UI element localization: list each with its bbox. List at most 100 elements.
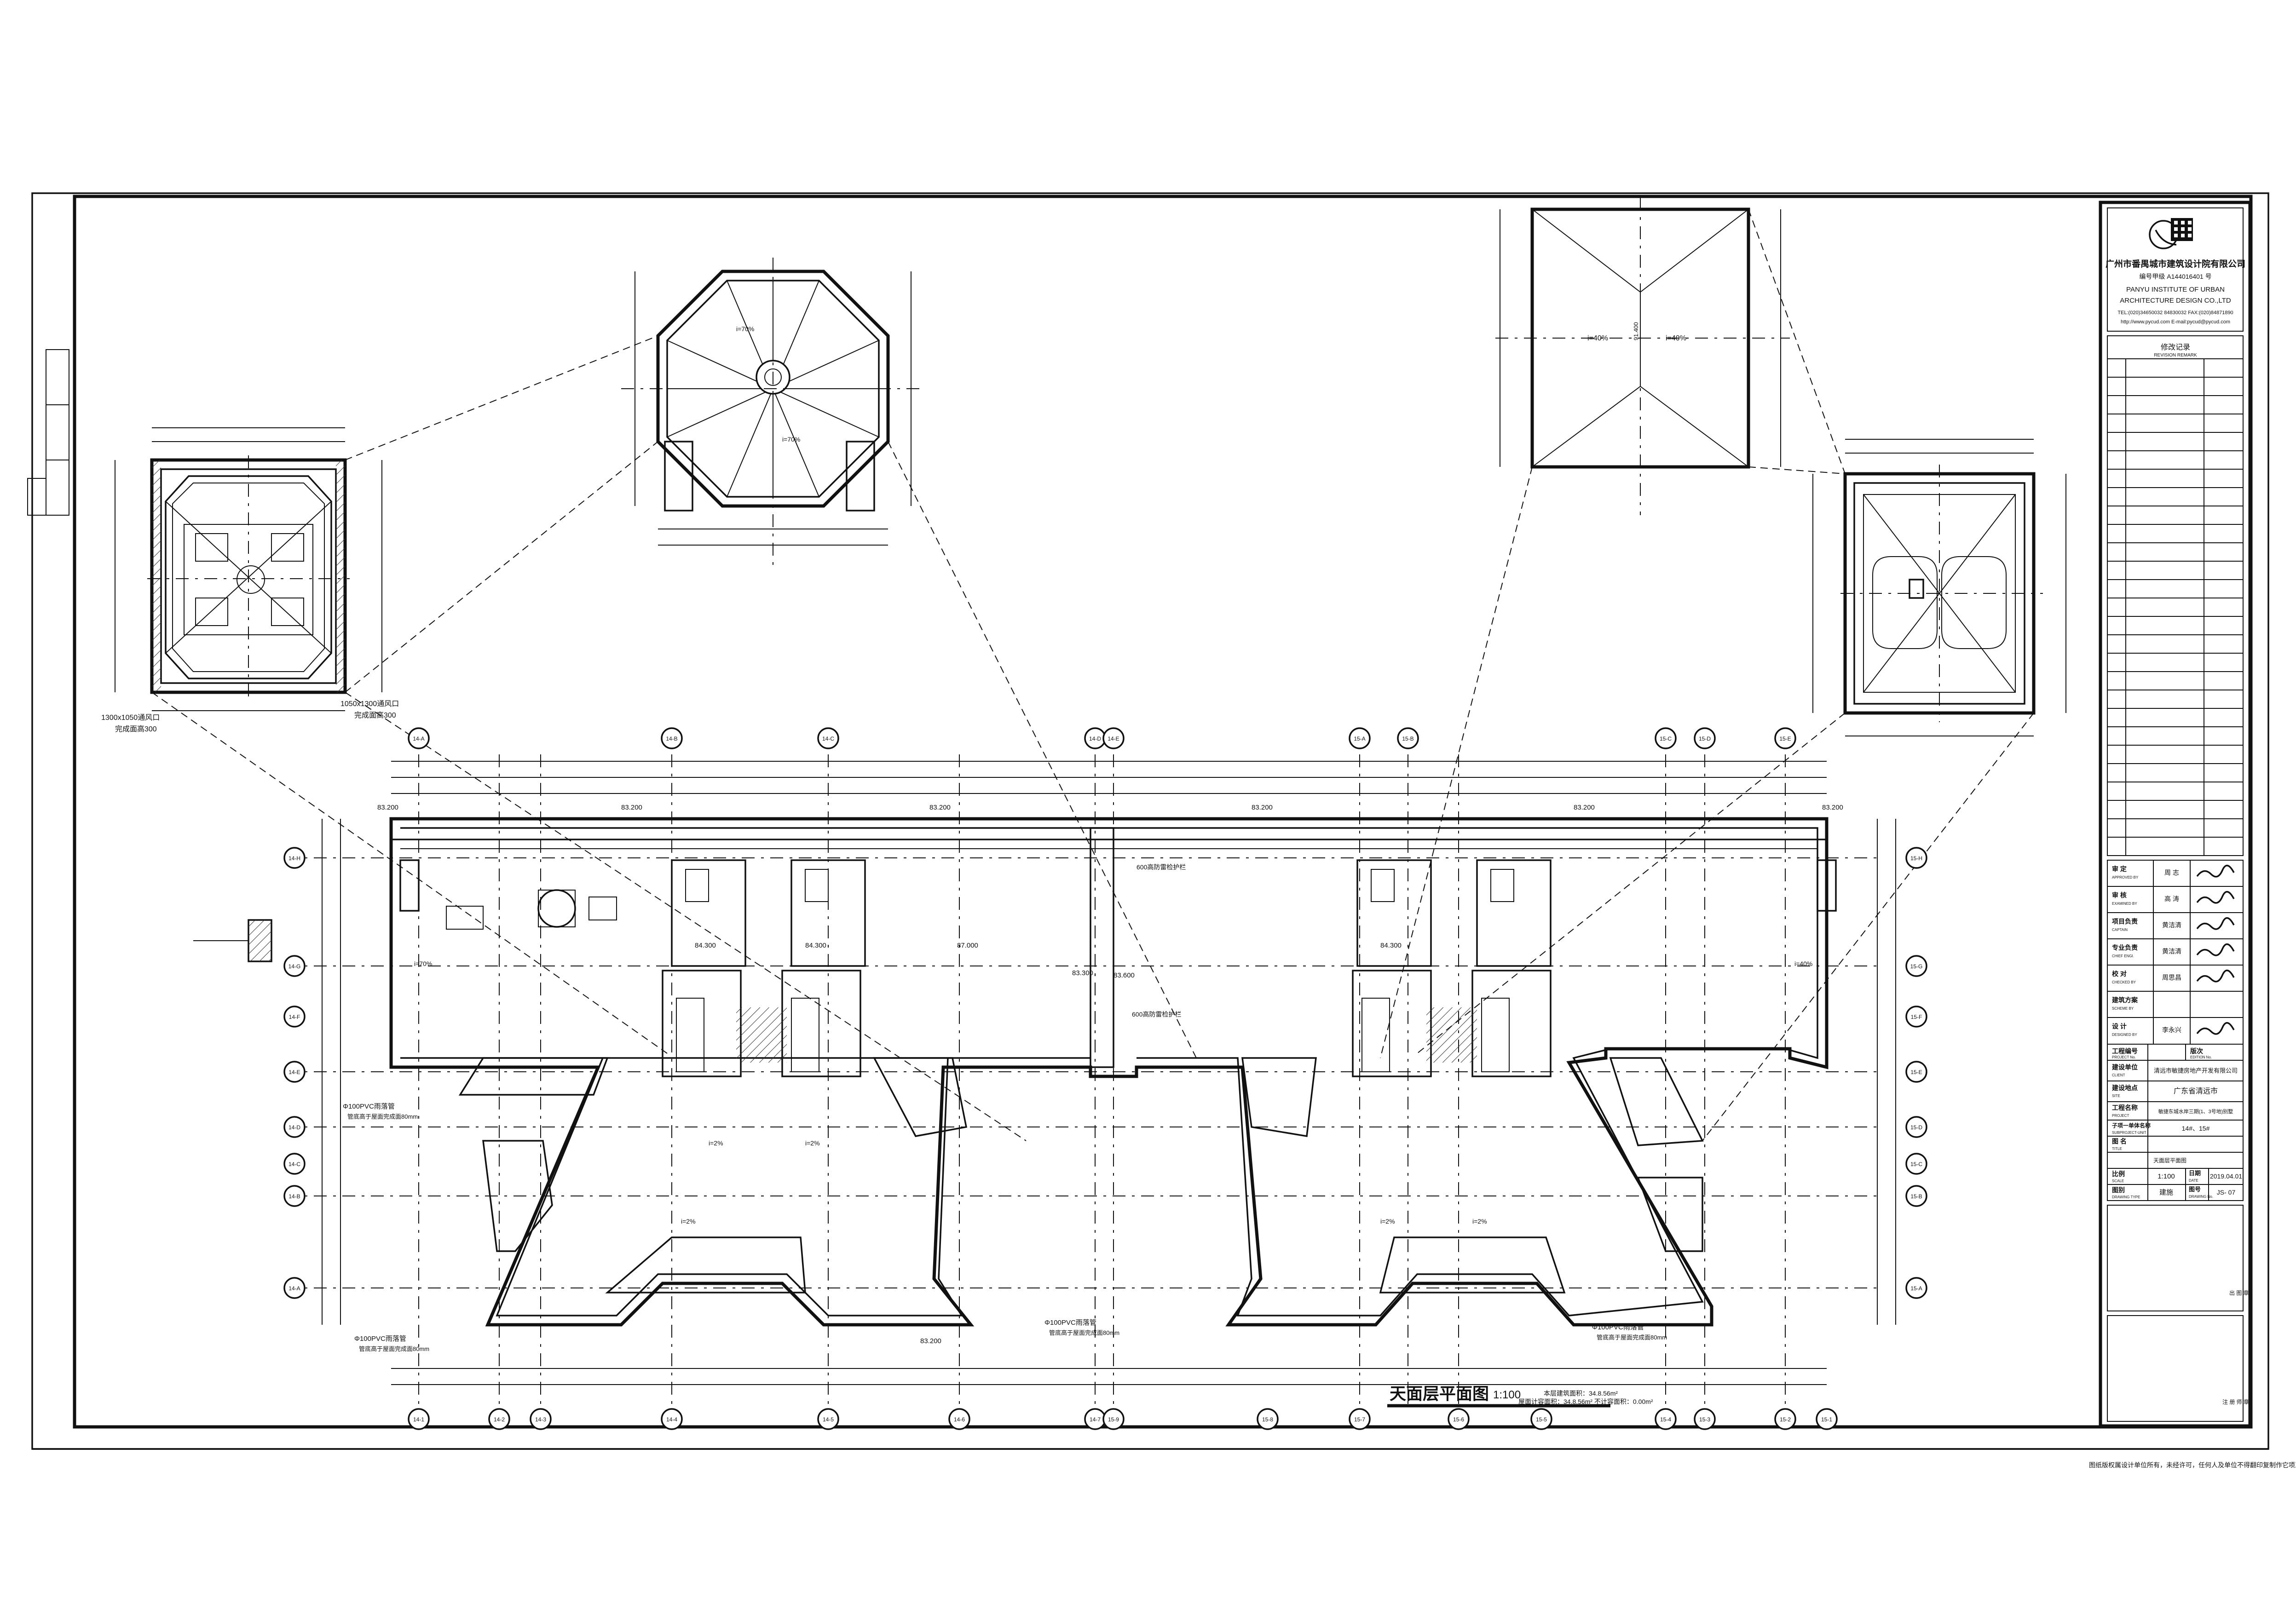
axis-right-15-E-circle [1905,1061,1927,1083]
slope-1: i=2% [709,1139,723,1147]
type-label: 图别 [2112,1186,2125,1194]
client-value: 清远市敏捷房地产开发有限公司 [2154,1067,2238,1074]
window-note-1: 1300x1050通风口 [101,713,160,722]
signoff-role-en: CHECKED BY [2112,980,2136,984]
client-en: CLIENT [2112,1073,2125,1077]
square-roof-slope-2: i=40% [1666,334,1686,342]
scale-label: 比例 [2112,1170,2125,1178]
firm-name-en-1: PANYU INSTITUTE OF URBAN [2126,286,2225,293]
signoff-name: 高 涛 [2164,895,2179,902]
axis-right-15-B-circle [1905,1185,1927,1207]
axis-bottom-14-3: 14-3 [535,1416,546,1423]
slope-6: i=70% [414,960,432,967]
axis-bottom-14-4-circle [661,1408,683,1430]
date-en: DATE [2189,1178,2198,1183]
type-value: 建施 [2159,1189,2173,1196]
axis-top-15-D-circle [1694,727,1716,749]
proj-no-en: PROJECT No. [2112,1055,2136,1059]
elev-6: 83.200 [1822,804,1843,811]
main-scale: 1:100 [1493,1389,1521,1401]
axis-left-14-G-circle [283,955,306,977]
elev-12: 83.600 [1113,971,1135,979]
elev-7: 83.200 [920,1337,941,1345]
elev-9: 84.300 [805,942,826,949]
drawing-label: 图 名 [2112,1138,2127,1145]
projection-lines [151,209,2034,1141]
pvc-note-4b: 管底高于屋面完成面80mm [1597,1334,1667,1341]
axis-left-14-C: 14-C [288,1161,300,1167]
area-note-1: 本层建筑面积：34.8.56m² [1544,1390,1618,1397]
footer-note: 图纸版权属设计单位所有，未经许可，任何人及单位不得翻印复制作它项工程之用。 [2089,1461,2296,1469]
pvc-note-2: Φ100PVC雨落管 [1044,1319,1096,1327]
pvc-note-1b: 管底高于屋面完成面80mm [347,1113,418,1120]
signature-mark [2196,943,2235,956]
axis-right-15-H: 15-H [1910,855,1922,862]
axis-right-15-G-circle [1905,955,1927,977]
axis-left-14-G: 14-G [288,963,301,970]
subproject-label: 子项一单体名称 [2112,1122,2151,1129]
stamp-label-1: 出 图 章 [2229,1289,2249,1296]
window-note-3: 1050x1300通风口 [340,700,399,708]
axis-top-14-D: 14-D [1089,736,1101,742]
edition-en: EDITION No. [2190,1055,2212,1059]
stair-cores [662,859,1552,1077]
slope-5: i=2% [1472,1218,1487,1225]
elev-11: 83.300 [1072,969,1093,977]
signoff-name: 黄洁清 [2162,948,2181,955]
sheet-inner-border [73,195,2253,1429]
signature-mark [2196,891,2235,904]
revision-subtitle: REVISION REMARK [2154,353,2197,358]
axis-left-14-F-circle [283,1006,306,1028]
slope-4: i=2% [1380,1218,1395,1225]
signoff-name: 周思昌 [2162,974,2181,981]
slope-7: i=40% [1794,960,1812,967]
axis-bottom-14-2-circle [488,1408,510,1430]
firm-license: 编号甲级 A144016401 号 [2139,273,2211,280]
axis-left-14-F: 14-F [289,1014,300,1020]
grid-lines-horizontal [285,857,1877,1288]
firm-logo [2149,218,2193,249]
axis-top-14-E-circle [1102,727,1125,749]
elev-5: 83.200 [1574,804,1595,811]
elev-3: 83.200 [929,804,951,811]
signoff-role-en: CAPTAIN [2112,928,2128,932]
elev-1: 83.200 [377,804,398,811]
axis-top-15-C: 15-C [1660,736,1672,742]
axis-right-15-D: 15-D [1910,1124,1922,1131]
detail-octagon-roof: i=70% i=70% [621,258,925,570]
client-label: 建设单位 [2112,1063,2138,1071]
octagon-slope-2: i=70% [782,436,800,443]
signoff-role: 校 对 [2112,970,2127,977]
signoff-name: 周 志 [2164,869,2179,876]
axis-right-15-B: 15-B [1910,1193,1922,1200]
elevation-labels: 83.200 83.200 83.200 83.200 83.200 83.20… [377,804,1843,1345]
axis-bottom-15-8: 15-8 [1262,1416,1273,1423]
elev-4: 83.200 [1252,804,1273,811]
firm-web: http://www.pycud.com E-mail:pycud@pycud.… [2121,319,2230,325]
signoff-role: 建筑方案 [2112,996,2138,1004]
elev-13: 87.000 [957,942,978,949]
axis-bottom-15-3-circle [1694,1408,1716,1430]
axis-bottom-14-4: 14-4 [666,1416,677,1423]
signoff-name: 黄洁清 [2162,921,2181,929]
signoff-role: 设 计 [2112,1023,2127,1030]
axis-right-15-C: 15-C [1910,1161,1922,1167]
edition-label: 版次 [2190,1047,2203,1055]
axis-right-15-F: 15-F [1911,1014,1922,1020]
axis-right-15-H-circle [1905,847,1927,869]
axis-bottom-14-6: 14-6 [954,1416,965,1423]
project-value: 敏捷东城水岸三期(1、3号地)别墅 [2158,1108,2233,1115]
signoff-role: 审 定 [2112,865,2127,873]
axis-bottom-15-9-circle [1102,1408,1125,1430]
signoff-role-en: DESIGNED BY [2112,1033,2137,1037]
detail-square-roof: i=40% i=40% 91.400 [1495,195,1790,515]
area-note-2: 屋面计容面积：34.8.56m² 不计容面积：0.00m² [1518,1398,1653,1405]
number-value: JS- 07 [2217,1189,2236,1196]
slope-labels: i=2% i=2% i=2% i=2% i=2% i=70% i=40% [414,960,1812,1225]
pvc-note-2b: 管底高于屋面完成面80mm [1049,1329,1119,1336]
type-en: DRAWING TYPE [2112,1195,2140,1199]
axis-right-15-E: 15-E [1910,1069,1922,1075]
axis-top-15-E: 15-E [1779,736,1791,742]
